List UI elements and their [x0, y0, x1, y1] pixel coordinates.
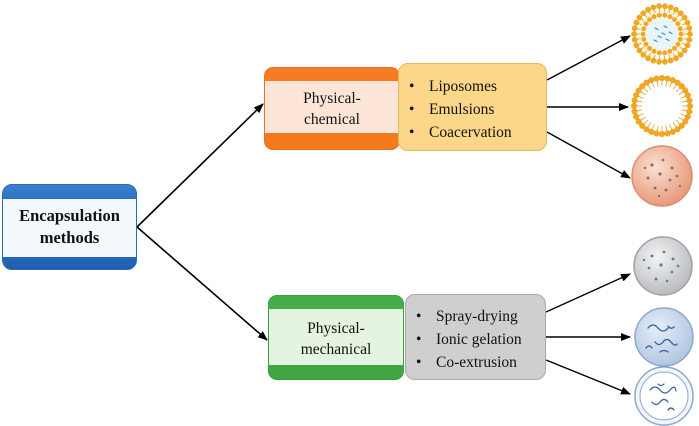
- technique-emulsions: Emulsions: [429, 101, 495, 118]
- physical-mechanical-line2: mechanical: [300, 341, 372, 358]
- root-label-line2: methods: [39, 228, 100, 247]
- physical-mechanical-label: Physical- mechanical: [269, 318, 403, 360]
- arrow-chemical-to-liposome: [546, 35, 631, 81]
- physical-mechanical-line1: Physical-: [307, 320, 365, 337]
- root-label-line1: Encapsulation: [19, 206, 120, 225]
- arrow-chemical-to-coacervate: [546, 131, 631, 179]
- technique-co-extrusion: Co-extrusion: [436, 354, 517, 371]
- micelle-icon: [631, 74, 694, 137]
- bullet: •: [416, 331, 422, 348]
- list-item: • Co-extrusion: [416, 351, 522, 374]
- bullet: •: [409, 78, 415, 95]
- physical-chemical-techniques-list: • Liposomes • Emulsions • Coacervation: [398, 63, 547, 151]
- physical-chemical-line1: Physical-: [303, 90, 361, 107]
- arrow-root-to-chemical: [136, 103, 264, 228]
- physical-chemical-label: Physical- chemical: [265, 88, 399, 130]
- spray-dried-particle-icon: [633, 236, 693, 296]
- list-item: • Emulsions: [409, 98, 512, 121]
- physical-mechanical-box: Physical- mechanical: [268, 295, 404, 380]
- bullet: •: [409, 124, 415, 141]
- technique-ionic-gelation: Ionic gelation: [436, 331, 522, 348]
- physical-chemical-box: Physical- chemical: [264, 67, 400, 150]
- technique-liposomes: Liposomes: [429, 78, 498, 95]
- physical-mechanical-techniques-list: • Spray-drying • Ionic gelation • Co-extrus…: [405, 294, 546, 380]
- arrow-mechanical-to-extrusion: [545, 359, 631, 395]
- bullet: •: [416, 308, 422, 325]
- list-item: • Ionic gelation: [416, 328, 522, 351]
- list-item: • Coacervation: [409, 121, 512, 144]
- co-extruded-capsule-icon: [634, 366, 694, 426]
- arrow-root-to-mechanical: [136, 226, 268, 341]
- bullet: •: [416, 354, 422, 371]
- list-item: • Liposomes: [409, 75, 512, 98]
- arrow-mechanical-to-spray: [545, 273, 631, 313]
- technique-coacervation: Coacervation: [429, 124, 512, 141]
- liposome-icon: [631, 3, 693, 65]
- encapsulation-methods-box: Encapsulation methods: [2, 184, 137, 270]
- coacervate-particle-icon: [631, 145, 693, 207]
- technique-spray-drying: Spray-drying: [436, 308, 518, 325]
- root-label: Encapsulation methods: [3, 205, 136, 249]
- ionic-gel-bead-icon: [634, 307, 694, 367]
- physical-chemical-line2: chemical: [304, 111, 360, 128]
- bullet: •: [409, 101, 415, 118]
- list-item: • Spray-drying: [416, 305, 522, 328]
